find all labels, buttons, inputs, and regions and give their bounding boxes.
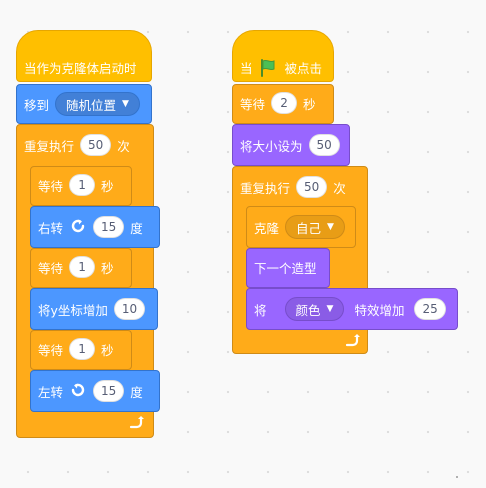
change-effect-prefix: 将	[254, 302, 267, 318]
turn-right-degrees-input[interactable]: 15	[93, 216, 125, 238]
clone-target-dropdown[interactable]: 自己 ▼	[285, 215, 345, 239]
set-size-input[interactable]: 50	[308, 134, 340, 156]
repeat-label: 重复执行	[24, 138, 75, 154]
repeat-arrow-icon	[344, 332, 360, 348]
canvas-corner-marker	[456, 476, 458, 478]
next-costume-label: 下一个造型	[254, 261, 317, 276]
hat-label: 当作为克隆体启动时	[24, 61, 137, 76]
turn-left-unit: 度	[130, 384, 143, 400]
turn-right-label: 右转	[38, 220, 64, 236]
dropdown-caret-icon: ▼	[327, 222, 334, 232]
turn-left-icon	[69, 382, 87, 400]
go-to-target-dropdown[interactable]: 随机位置 ▼	[55, 92, 140, 116]
dropdown-caret-icon: ▼	[122, 99, 129, 109]
wait-label: 等待	[38, 260, 64, 276]
turn-left-degrees-input[interactable]: 15	[93, 380, 125, 402]
next-costume-block[interactable]	[246, 248, 330, 288]
when-flag-clicked-hat[interactable]	[232, 30, 334, 82]
create-clone-label: 克隆	[254, 220, 280, 236]
effect-type-dropdown[interactable]: 颜色 ▼	[284, 297, 345, 321]
wait-label: 等待	[38, 178, 64, 194]
repeat-label: 重复执行	[240, 180, 291, 196]
change-y-input[interactable]: 10	[113, 298, 146, 320]
change-y-label: 将y坐标增加	[38, 302, 108, 318]
effect-type-value: 颜色	[295, 302, 321, 318]
wait-label: 等待	[38, 342, 64, 358]
dropdown-caret-icon: ▼	[326, 304, 334, 314]
wait-seconds-input[interactable]: 1	[69, 174, 96, 196]
wait-unit: 秒	[101, 260, 114, 276]
hat-prefix: 当	[240, 61, 253, 76]
go-to-target-value: 随机位置	[66, 97, 117, 113]
turn-left-label: 左转	[38, 384, 64, 400]
turn-right-unit: 度	[130, 220, 143, 236]
effect-amount-input[interactable]: 25	[414, 298, 446, 320]
go-to-label: 移到	[24, 97, 50, 113]
wait-seconds-input[interactable]: 2	[271, 92, 298, 114]
wait-seconds-input[interactable]: 1	[69, 338, 96, 360]
turn-right-icon	[69, 218, 87, 236]
when-start-as-clone-hat[interactable]	[16, 30, 152, 82]
hat-suffix: 被点击	[284, 61, 323, 76]
repeat-count-input[interactable]: 50	[80, 134, 112, 156]
clone-target-value: 自己	[296, 220, 322, 236]
repeat-unit: 次	[333, 180, 346, 196]
wait-seconds-input[interactable]: 1	[69, 256, 96, 278]
wait-unit: 秒	[101, 178, 114, 194]
green-flag-icon	[259, 58, 279, 77]
repeat-arrow-icon	[128, 414, 144, 430]
wait-label: 等待	[240, 96, 266, 112]
wait-unit: 秒	[101, 342, 114, 358]
repeat-unit: 次	[117, 138, 130, 154]
wait-unit: 秒	[303, 96, 316, 112]
repeat-count-input[interactable]: 50	[296, 176, 328, 198]
set-size-label: 将大小设为	[240, 138, 303, 154]
change-effect-label: 特效增加	[354, 302, 405, 318]
